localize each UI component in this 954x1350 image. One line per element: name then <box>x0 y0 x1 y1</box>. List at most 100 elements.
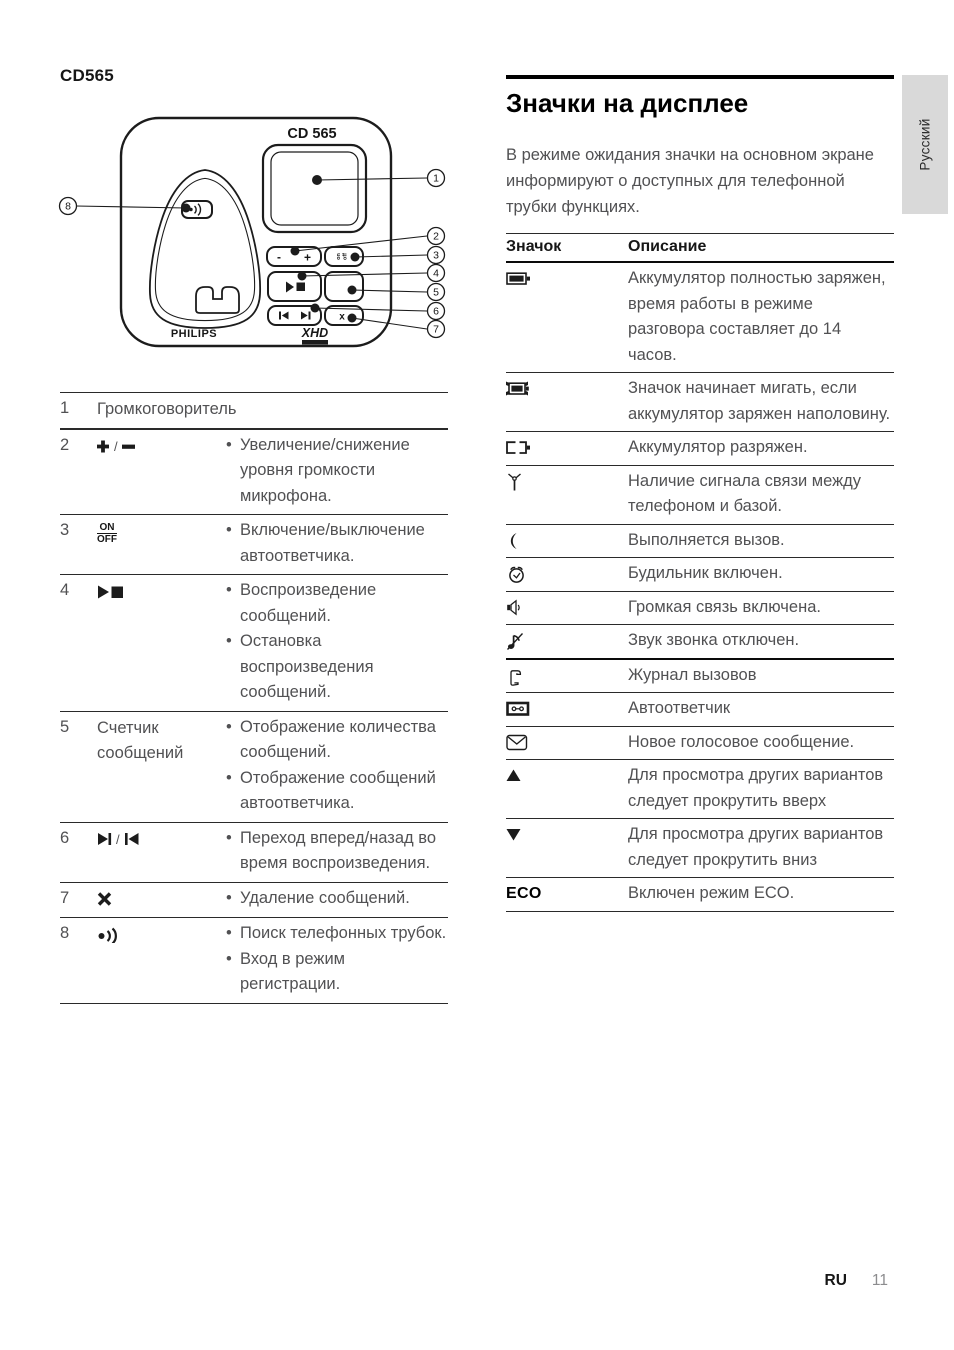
svg-text:4: 4 <box>433 268 439 280</box>
volume-plus-label: + <box>304 251 311 265</box>
icon-cell <box>506 528 628 550</box>
volume-keys-icon: / <box>97 439 135 454</box>
icon-cell <box>506 435 628 457</box>
delete-key[interactable]: x <box>324 305 364 326</box>
eco-label: ECO <box>506 885 542 902</box>
part-number: 3 <box>60 521 70 539</box>
icons-section: Значки на дисплее В режиме ожидания знач… <box>506 75 894 912</box>
message-counter-window <box>324 271 364 302</box>
part-number: 2 <box>60 435 70 454</box>
icon-cell <box>506 595 628 617</box>
skip-forward-back-icon: / <box>98 832 139 846</box>
new-voicemail-icon <box>506 734 528 750</box>
part-bullet: Поиск телефонных трубок. <box>225 921 448 947</box>
icon-table-row: Громкая связь включена. <box>506 592 894 625</box>
icon-cell <box>506 822 628 844</box>
icon-table-row: Для просмотра других вариантов следует п… <box>506 819 894 878</box>
answering-machine-icon <box>506 701 530 716</box>
part-number: 4 <box>60 581 70 599</box>
part-bullet: Удаление сообщений. <box>225 886 448 912</box>
skip-forward-back-key: / <box>97 826 225 877</box>
base-body <box>119 116 393 348</box>
volume-keys-key: / <box>97 433 225 510</box>
svg-text:/: / <box>114 439 118 454</box>
svg-text:8: 8 <box>65 201 71 213</box>
battery-empty-icon <box>506 441 530 454</box>
model-heading: CD565 <box>60 66 114 85</box>
icon-cell: ECO <box>506 881 628 903</box>
part-number: 5 <box>60 717 70 736</box>
part-number: 7 <box>60 888 70 907</box>
language-code: RU <box>824 1272 847 1289</box>
paging-icon <box>98 927 117 943</box>
paging-key <box>97 921 225 998</box>
icon-description: Новое голосовое сообщение. <box>628 732 855 751</box>
icon-description: Журнал вызовов <box>628 665 757 684</box>
signal-antenna-icon <box>508 472 521 490</box>
icon-table-row: Аккумулятор разряжен. <box>506 432 894 466</box>
icon-table-row: Значок начинает мигать, если аккумулятор… <box>506 373 894 432</box>
battery-blinking-icon <box>506 381 529 396</box>
icon-description: Аккумулятор полностью заряжен, время раб… <box>628 269 886 364</box>
delete-x-icon <box>97 892 112 906</box>
part-description: Отображение количества сообщений.Отображ… <box>225 715 448 817</box>
volume-minus-label: - <box>277 250 281 264</box>
svg-text:7: 7 <box>433 324 439 336</box>
call-log-icon <box>510 669 522 686</box>
part-bullet: Включение/выключение автоответчика. <box>225 518 448 569</box>
icon-column-header: Значок <box>506 238 562 255</box>
svg-text:/: / <box>116 832 120 846</box>
brand-label: PHILIPS <box>171 328 217 340</box>
parts-table-row: 3ONOFFВключение/выключение автоответчика… <box>60 515 448 575</box>
icon-table-row: Новое голосовое сообщение. <box>506 727 894 760</box>
xhd-logo: XHD <box>301 326 328 340</box>
language-tab-label: Русский <box>917 118 933 171</box>
icon-description: Аккумулятор разряжен. <box>628 438 808 456</box>
svg-text:2: 2 <box>433 231 439 243</box>
part-number: 8 <box>60 924 70 942</box>
icon-cell <box>506 763 628 785</box>
play-stop-key[interactable] <box>267 271 322 302</box>
callout-dots <box>181 175 360 323</box>
delete-key-label: x <box>339 312 345 323</box>
scroll-down-arrow-icon <box>506 829 521 841</box>
callout-circles: 1 2 3 4 5 6 7 8 <box>58 168 446 339</box>
part-description: Увеличение/снижение уровня громкости мик… <box>225 433 448 510</box>
device-label: CD 565 <box>287 126 336 142</box>
skip-key[interactable] <box>267 305 322 326</box>
alarm-clock-icon <box>509 566 524 583</box>
icon-table-row: Будильник включен. <box>506 558 894 592</box>
part-bullet: Отображение сообщений автоответчика. <box>225 766 448 817</box>
part-label: Громкоговоритель <box>97 400 237 418</box>
part-description: Воспроизведение сообщений.Остановка восп… <box>225 578 448 706</box>
icon-description: Автоответчик <box>628 699 731 717</box>
part-bullet: Вход в режим регистрации. <box>225 947 448 998</box>
part-bullet: Воспроизведение сообщений. <box>225 578 448 629</box>
scroll-up-arrow-icon <box>506 769 521 782</box>
icon-description: Будильник включен. <box>628 564 783 582</box>
icon-description: Выполняется вызов. <box>628 530 785 549</box>
delete-x-key <box>97 886 225 913</box>
display-icons-table: Значок Описание Аккумулятор полностью за… <box>506 233 894 912</box>
call-in-progress-icon <box>510 532 517 549</box>
display <box>261 143 368 234</box>
icon-table-row: Выполняется вызов. <box>506 525 894 558</box>
icon-table-row: Аккумулятор полностью заряжен, время раб… <box>506 263 894 373</box>
language-tab: Русский <box>902 75 948 214</box>
part-label: Счетчик сообщений <box>97 718 184 763</box>
part-bullet: Отображение количества сообщений. <box>225 715 448 766</box>
xhd-logo-bar <box>302 340 328 345</box>
on-label: on <box>336 253 342 260</box>
section-title: Значки на дисплее <box>506 88 749 118</box>
handset-cradle <box>148 169 262 329</box>
part-description: Поиск телефонных трубок.Вход в режим рег… <box>225 921 448 998</box>
icon-cell <box>506 696 628 718</box>
icons-table-body: Аккумулятор полностью заряжен, время раб… <box>506 263 894 912</box>
svg-text:5: 5 <box>433 287 439 299</box>
icon-table-row: Журнал вызовов <box>506 660 894 693</box>
play-stop-key <box>97 578 225 706</box>
icon-description: Для просмотра других вариантов следует п… <box>628 825 884 869</box>
